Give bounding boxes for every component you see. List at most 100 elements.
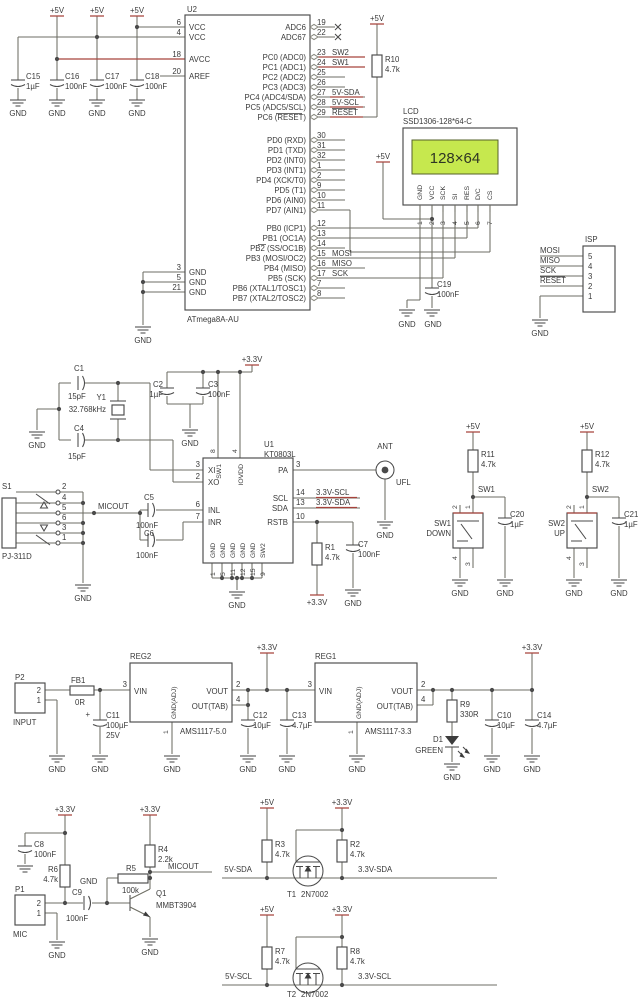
- pin-number: 7: [317, 279, 321, 288]
- pin-number: 2: [236, 680, 240, 689]
- cap-ref: C20: [510, 510, 525, 519]
- lcd-pin-label: VCC: [429, 186, 436, 200]
- jack-part: PJ-311D: [2, 552, 32, 561]
- gnd-label: GND: [91, 765, 109, 774]
- pin-label: SCL: [273, 494, 289, 503]
- ferrite-fb1: FB1 0R: [69, 676, 95, 707]
- cap-ref: C1: [74, 364, 84, 373]
- gnd-label: GND: [376, 531, 394, 540]
- gnd-label: GND: [531, 329, 549, 338]
- res-ref: R5: [126, 864, 137, 873]
- pin-number: 1: [317, 161, 321, 170]
- net-label: RESET: [540, 276, 566, 285]
- pin-label: VIN: [134, 687, 147, 696]
- cap-ref: C14: [537, 711, 552, 720]
- transistor-part: 2N7002: [301, 990, 328, 999]
- pin-label: GND(ADJ): [356, 687, 363, 719]
- net-label: 5V-SDA: [332, 88, 361, 97]
- gnd-label: GND: [48, 951, 66, 960]
- net-label: GND: [80, 877, 98, 886]
- power-flag-5v: +5V: [130, 6, 145, 15]
- res-value: 4.7k: [481, 460, 496, 469]
- red-nets: [50, 15, 594, 916]
- gnd-label: GND: [496, 589, 514, 598]
- power-flag-3v3: +3.3V: [257, 643, 278, 652]
- lcd-pin-label: GND: [417, 185, 424, 200]
- conn-ref: P1: [15, 885, 25, 894]
- pin-label: PD1 (TXD): [268, 146, 307, 155]
- jack-pin-number: 4: [62, 493, 67, 502]
- pin-label: PB1 (OC1A): [263, 234, 307, 243]
- gnd-label: GND: [451, 589, 469, 598]
- pin-label: GND: [189, 288, 207, 297]
- pin-number: 29: [317, 108, 326, 117]
- pin-number: 10: [296, 512, 305, 521]
- net-label: MISO: [332, 259, 352, 268]
- pin-label: SW1: [216, 464, 223, 479]
- gnd-label: GND: [278, 765, 296, 774]
- pin-number: 21: [172, 283, 181, 292]
- conn-ref: P2: [15, 673, 25, 682]
- sw-pin-number: 2: [566, 505, 573, 509]
- pin-number: 14: [296, 488, 305, 497]
- cap-value: 1µF: [149, 390, 163, 399]
- pin-number: 6: [177, 18, 181, 27]
- pin-label: PB5 (SCK): [268, 274, 307, 283]
- pin-number: 16: [317, 259, 326, 268]
- isp-header: ISP 5 4 3 2 1 MOSI MISO SCK RESET GND: [531, 235, 616, 338]
- pin-label: GND: [220, 543, 227, 558]
- cap-ref: C2: [153, 380, 163, 389]
- pin-number: 3: [308, 680, 312, 689]
- pin-number: 9: [317, 181, 321, 190]
- mic-preamp: +3.3V +3.3V C8 100nF R6 4.7k P1 2 1 MIC …: [13, 805, 199, 960]
- power-flag-5v: +5V: [50, 6, 65, 15]
- pin-label: PC3 (ADC3): [263, 83, 307, 92]
- lcd-name: LCD: [403, 107, 419, 116]
- pin-label: PD0 (RXD): [267, 136, 306, 145]
- power-flag-3v3: +3.3V: [332, 905, 353, 914]
- xtal-value: 32.768kHz: [69, 405, 106, 414]
- power-flag-3v3: +3.3V: [522, 643, 543, 652]
- lcd-module: LCD SSD1306-128*64-C 128×64 GND VCC SCK …: [376, 107, 518, 329]
- net-label: 5V-SCL: [332, 98, 360, 107]
- pin-number: 7: [196, 512, 200, 521]
- net-label: MICOUT: [98, 502, 129, 511]
- gnd-label: GND: [610, 589, 628, 598]
- pin-label: PD2 (INT0): [267, 156, 307, 165]
- pin-label: SDA: [272, 504, 289, 513]
- lcd-pin-number: 4: [452, 221, 459, 225]
- pin-number: 2: [421, 680, 425, 689]
- res-value: 4.7k: [385, 65, 400, 74]
- pin-label: INL: [208, 506, 221, 515]
- pin-number: 4: [421, 695, 426, 704]
- lcd-pin-label: RES: [464, 186, 471, 200]
- pin-number: 10: [317, 191, 326, 200]
- cap-value: 1µF: [624, 520, 638, 529]
- pin-label: PB2 (SS/OC1B): [250, 244, 306, 253]
- transistor-q1: [129, 888, 151, 918]
- crystal-circuit: C1 15pF C4 15pF Y1 32.768kHz GND: [28, 364, 126, 461]
- cap-value: 100nF: [208, 390, 230, 399]
- sw-pin-number: 1: [465, 505, 472, 509]
- reg-part: AMS1117-3.3: [365, 727, 412, 736]
- pin-label: GND: [250, 543, 257, 558]
- cap-ref: C15: [26, 72, 41, 81]
- led-ref: D1: [433, 735, 443, 744]
- xtal-ref: Y1: [96, 393, 106, 402]
- cap-value: 15pF: [68, 452, 86, 461]
- pin-number: 22: [317, 28, 326, 37]
- lcd-pin-number: 2: [429, 221, 436, 225]
- power-flag-5v: +5V: [466, 422, 481, 431]
- gnd-label: GND: [239, 765, 257, 774]
- power-flag-5v: +5V: [376, 152, 391, 161]
- sw-pin-number: 4: [566, 556, 573, 560]
- pin-label: PD5 (T1): [274, 186, 306, 195]
- antenna-ufl: ANT UFL GND: [375, 442, 411, 540]
- power-flag-3v3: +3.3V: [242, 355, 263, 364]
- pin-label: PB0 (ICP1): [267, 224, 307, 233]
- pin-label: PD3 (INT1): [267, 166, 307, 175]
- pin-number: 1: [348, 730, 355, 734]
- jack-pin-number: 2: [62, 482, 66, 491]
- pin-number: 1: [210, 572, 217, 576]
